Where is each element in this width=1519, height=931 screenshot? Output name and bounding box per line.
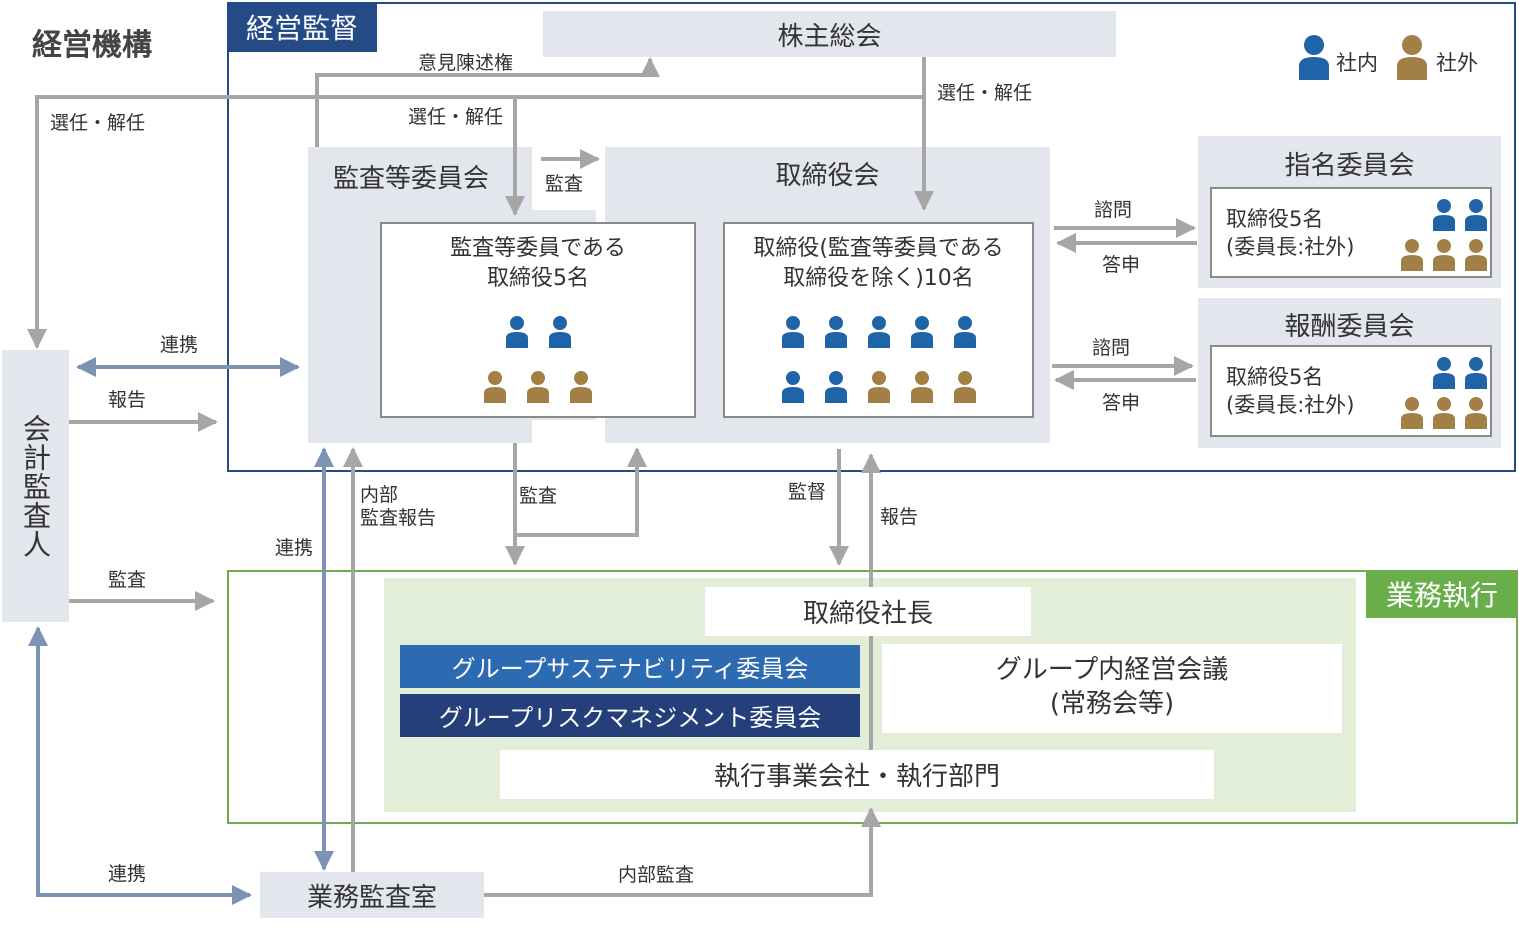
- label-audit-board: 監査: [545, 173, 584, 195]
- label-answer-compensation: 答申: [1102, 392, 1141, 414]
- label-internal-report: 内部 監査報告: [360, 484, 436, 530]
- external-person-icon: [1465, 239, 1487, 271]
- external-person-icon: [867, 370, 890, 403]
- external-person-icon: [527, 370, 549, 403]
- nomination-members-line-2: (委員長:社外): [1226, 235, 1355, 260]
- label-answer-nomination: 答申: [1102, 254, 1141, 276]
- internal-person-icon: [867, 315, 890, 348]
- board-members-line-2: 取締役を除く)10名: [783, 265, 974, 291]
- internal-person-icon: [505, 315, 528, 348]
- label-consult-compensation: 諮問: [1092, 337, 1131, 359]
- shareholders-meeting-box: 株主総会: [543, 11, 1116, 57]
- internal-person-icon: [1433, 357, 1455, 389]
- external-person-icon: [953, 370, 976, 403]
- legend-external-label: 社外: [1436, 51, 1478, 75]
- board-members-line-1: 取締役(監査等委員である: [753, 236, 1004, 261]
- operating-companies-box: 執行事業会社・執行部門: [500, 750, 1214, 799]
- internal-person-icon: [781, 370, 804, 403]
- board-members-box: 取締役(監査等委員である 取締役を除く)10名: [723, 222, 1034, 418]
- label-elect-accounting-auditor: 選任・解任: [50, 112, 146, 134]
- label-supervise: 監督: [788, 481, 827, 503]
- line-audit-board-bottom: [515, 447, 647, 537]
- label-consult-nomination: 諮問: [1094, 199, 1133, 221]
- compensation-committee-title: 報酬委員会: [1284, 311, 1415, 342]
- audit-committee-title: 監査等委員会: [333, 164, 490, 194]
- label-cooperate-auditor-committee: 連携: [160, 334, 199, 356]
- supervision-section-tag: 経営監督: [227, 2, 377, 52]
- arrow-cooperate-auditor-office: [28, 626, 252, 905]
- label-cooperate-committee-office: 連携: [275, 537, 314, 559]
- execution-section-tag: 業務執行: [1366, 570, 1518, 618]
- legend-external-person-icon: [1397, 35, 1427, 80]
- label-elect-audit-committee: 選任・解任: [408, 106, 504, 128]
- label-internal-report-line-2: 監査報告: [360, 506, 437, 529]
- president-box: 取締役社長: [705, 587, 1031, 636]
- label-elect-board: 選任・解任: [937, 82, 1033, 104]
- nomination-people: [1384, 195, 1488, 275]
- audit-committee-members-box: 監査等委員である 取締役5名: [380, 222, 696, 418]
- external-person-icon: [1433, 397, 1455, 429]
- label-audit-exec: 監査: [519, 485, 558, 507]
- internal-person-icon: [824, 315, 847, 348]
- label-internal-report-line-1: 内部: [360, 484, 399, 506]
- page-title: 経営機構: [32, 28, 152, 63]
- nomination-members-box: 取締役5名 (委員長:社外): [1210, 187, 1492, 278]
- board-title: 取締役会: [775, 160, 880, 191]
- audit-committee-people: [382, 304, 694, 414]
- audit-committee-members-line-1: 監査等委員である: [450, 236, 626, 261]
- external-person-icon: [910, 370, 933, 403]
- accounting-auditor-box: 会計監査人: [2, 350, 69, 622]
- label-report-president: 報告: [880, 506, 919, 528]
- legend: 社内 社外: [1296, 34, 1496, 84]
- sustainability-committee-box: グループサステナビリティ委員会: [400, 645, 860, 688]
- label-opinion: 意見陳述権: [418, 52, 514, 74]
- internal-person-icon: [1433, 199, 1455, 231]
- internal-person-icon: [781, 315, 804, 348]
- legend-internal-person-icon: [1299, 35, 1329, 80]
- audit-committee-members-line-2: 取締役5名: [487, 265, 589, 291]
- compensation-members-box: 取締役5名 (委員長:社外): [1210, 345, 1492, 437]
- internal-person-icon: [824, 370, 847, 403]
- group-meeting-box: グループ内経営会議 (常務会等): [882, 644, 1342, 733]
- internal-person-icon: [1465, 357, 1487, 389]
- label-cooperate-auditor-office: 連携: [108, 863, 147, 885]
- arrow-opinion: [315, 57, 660, 147]
- external-person-icon: [570, 370, 592, 403]
- external-person-icon: [484, 370, 506, 403]
- external-person-icon: [1401, 397, 1423, 429]
- nomination-members-line-1: 取締役5名: [1226, 207, 1324, 231]
- internal-person-icon: [548, 315, 571, 348]
- compensation-members-line-1: 取締役5名: [1226, 365, 1324, 389]
- label-internal-audit: 内部監査: [618, 864, 695, 886]
- internal-person-icon: [910, 315, 933, 348]
- accounting-auditor-label: 会計監査人: [19, 414, 52, 559]
- arrow-elect-accounting-auditor: [27, 57, 926, 349]
- board-people: [725, 304, 1032, 414]
- external-person-icon: [1401, 239, 1423, 271]
- internal-person-icon: [1465, 199, 1487, 231]
- group-meeting-line-2: (常務会等): [1049, 688, 1175, 719]
- arrow-internal-audit: [484, 807, 881, 897]
- compensation-people: [1384, 353, 1488, 433]
- internal-audit-office-box: 業務監査室: [260, 872, 484, 918]
- compensation-members-line-2: (委員長:社外): [1226, 393, 1355, 418]
- internal-person-icon: [953, 315, 976, 348]
- label-audit-auditor-exec: 監査: [108, 569, 147, 591]
- external-person-icon: [1433, 239, 1455, 271]
- risk-committee-box: グループリスクマネジメント委員会: [400, 694, 860, 737]
- label-report-auditor: 報告: [108, 389, 147, 411]
- nomination-committee-title: 指名委員会: [1284, 150, 1415, 181]
- group-meeting-line-1: グループ内経営会議: [995, 655, 1229, 685]
- external-person-icon: [1465, 397, 1487, 429]
- legend-internal-label: 社内: [1336, 51, 1378, 75]
